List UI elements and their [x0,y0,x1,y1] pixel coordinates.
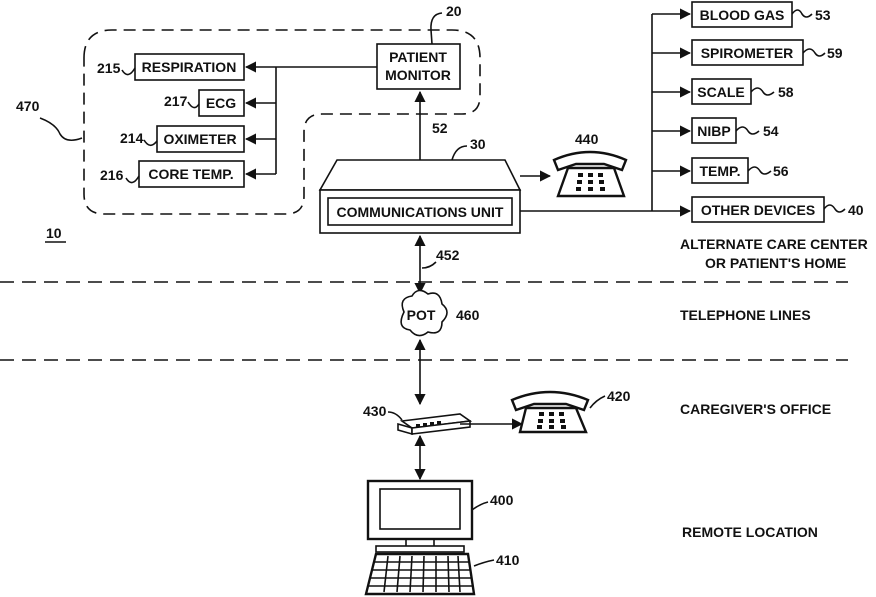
zone-home-line2: OR PATIENT'S HOME [705,255,846,271]
link-comm-leader [422,262,436,268]
temp-label: TEMP. [700,163,741,179]
respiration-ref: 215 [97,60,121,76]
patient-monitor-label-1: PATIENT [389,49,447,65]
blood-gas-label: BLOOD GAS [700,7,785,23]
comm-unit-top [320,160,520,190]
comm-unit-label: COMMUNICATIONS UNIT [337,204,504,220]
modem-leader [388,412,402,420]
keyboard-ref: 410 [496,552,520,568]
zone-telephone: TELEPHONE LINES [680,307,811,323]
computer-leader [472,502,488,510]
ecg-ref: 217 [164,93,188,109]
group-ref: 470 [16,98,40,114]
office-phone-leader [590,396,605,408]
spirometer-label: SPIROMETER [701,45,794,61]
other-devices-label: OTHER DEVICES [701,202,815,218]
spirometer-leader [803,49,825,56]
scale-leader [751,88,774,95]
modem-icon [398,414,470,434]
oximeter-label: OXIMETER [163,131,236,147]
other-devices-leader [824,205,845,212]
office-phone-ref: 420 [607,388,631,404]
comm-unit-ref: 30 [470,136,486,152]
comm-unit-leader [452,146,467,160]
nibp-label: NIBP [697,123,730,139]
other-devices-ref: 40 [848,202,864,218]
zone-remote: REMOTE LOCATION [682,524,818,540]
pot-ref: 460 [456,307,480,323]
blood-gas-ref: 53 [815,7,831,23]
keyboard-icon [366,554,474,594]
core-temp-label: CORE TEMP. [148,166,233,182]
home-phone-ref: 440 [575,131,599,147]
spirometer-ref: 59 [827,45,843,61]
patient-monitor-ref: 20 [446,3,462,19]
link-monitor-ref: 52 [432,120,448,136]
temp-ref: 56 [773,163,789,179]
core-temp-leader [126,176,139,183]
computer-monitor-icon [368,481,472,552]
respiration-label: RESPIRATION [142,59,237,75]
respiration-leader [122,68,135,75]
ecg-label: ECG [206,95,236,111]
ecg-leader [188,102,199,108]
keyboard-leader [474,560,494,566]
nibp-leader [736,127,759,134]
scale-label: SCALE [697,84,744,100]
group-leader [40,118,82,140]
temp-leader [748,167,771,174]
link-comm-ref: 452 [436,247,460,263]
oximeter-leader [144,140,157,145]
oximeter-ref: 214 [120,130,144,146]
patient-monitor-leader [431,13,442,44]
home-phone-icon [554,152,626,196]
patient-monitor-label-2: MONITOR [385,67,451,83]
modem-ref: 430 [363,403,387,419]
figure-ref: 10 [46,225,62,241]
blood-gas-leader [792,10,812,17]
computer-ref: 400 [490,492,514,508]
pot-label: POT [407,307,436,323]
scale-ref: 58 [778,84,794,100]
core-temp-ref: 216 [100,167,124,183]
zone-home-line1: ALTERNATE CARE CENTER [680,236,868,252]
nibp-ref: 54 [763,123,779,139]
office-phone-icon [512,392,588,432]
zone-caregiver: CAREGIVER'S OFFICE [680,401,831,417]
